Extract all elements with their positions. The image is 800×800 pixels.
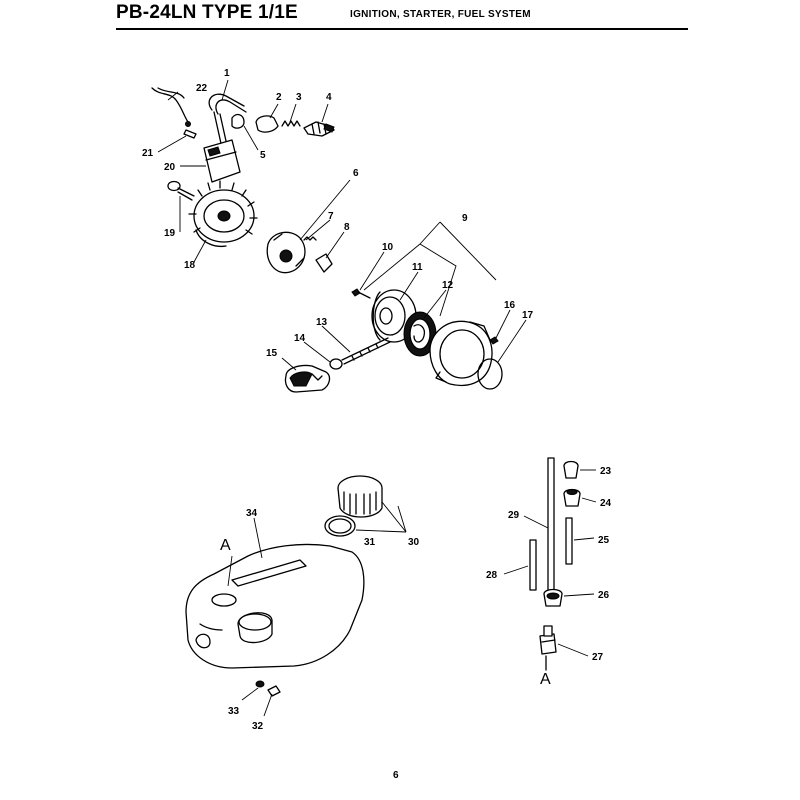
- callout-19: 19: [164, 228, 176, 239]
- callout-1: 1: [224, 68, 230, 79]
- callout-24: 24: [600, 498, 612, 509]
- callout-11: 11: [412, 262, 423, 273]
- callout-21: 21: [142, 148, 154, 159]
- fuel-tank-34: [185, 543, 365, 669]
- rope-13: [341, 337, 391, 365]
- callout-32: 32: [252, 721, 264, 732]
- spring-7: [303, 236, 317, 241]
- callout-2: 2: [276, 92, 282, 103]
- recoil-spring-12: [403, 311, 437, 357]
- callout-16: 16: [504, 300, 516, 311]
- screw-10: [351, 288, 371, 299]
- return-tube-29: [547, 457, 555, 593]
- pawl-8: [315, 253, 333, 273]
- gasket-31: [324, 515, 356, 537]
- model-title: PB-24LN TYPE 1/1E: [116, 2, 298, 23]
- gasket-17: [477, 358, 503, 390]
- fuel-filter-27: [539, 625, 557, 655]
- callout-4: 4: [326, 92, 332, 103]
- callout-17: 17: [522, 310, 534, 321]
- callout-12: 12: [442, 280, 454, 291]
- callout-5: 5: [260, 150, 266, 161]
- screw-32: [267, 685, 281, 697]
- section-title: IGNITION, STARTER, FUEL SYSTEM: [350, 9, 531, 20]
- callout-27: 27: [592, 652, 604, 663]
- callout-6: 6: [353, 168, 359, 179]
- starter-case: [429, 320, 493, 387]
- tube-28: [529, 539, 537, 591]
- callout-28: 28: [486, 570, 498, 581]
- grommet-23: [563, 460, 579, 479]
- spark-plug-wire: [151, 87, 191, 127]
- callout-10: 10: [382, 242, 394, 253]
- callout-30: 30: [408, 537, 420, 548]
- callout-20: 20: [164, 162, 176, 173]
- callout-29: 29: [508, 510, 520, 521]
- callout-25: 25: [598, 535, 610, 546]
- callout-31: 31: [364, 537, 376, 548]
- ratchet-6: [266, 231, 306, 274]
- flywheel-18: [188, 180, 258, 248]
- ignition-coil: [203, 93, 247, 183]
- terminal-2: [255, 115, 279, 133]
- fuel-cap-30: [337, 475, 383, 518]
- callout-9: 9: [462, 213, 468, 224]
- callout-23: 23: [600, 466, 612, 477]
- leader-lines: [157, 79, 597, 717]
- starter-handle-15: [284, 364, 331, 393]
- spring-3: [281, 120, 301, 127]
- callout-7: 7: [328, 211, 334, 222]
- spark-plug-4: [303, 121, 335, 137]
- callout-13: 13: [316, 317, 328, 328]
- callout-22: 22: [196, 83, 208, 94]
- callout-34: 34: [246, 508, 258, 519]
- callout-15: 15: [266, 348, 278, 359]
- bushing-14: [329, 358, 343, 370]
- page-header: PB-24LN TYPE 1/1E IGNITION, STARTER, FUE…: [0, 0, 800, 40]
- callout-labels: 22 1 2 3 4 5 21 20 19 18 6 7 8 9 10 11 1…: [142, 68, 612, 732]
- reference-a-line: A: [540, 671, 551, 688]
- page-number: 6: [393, 770, 399, 781]
- callout-18: 18: [184, 260, 196, 271]
- callout-8: 8: [344, 222, 350, 233]
- callout-33: 33: [228, 706, 240, 717]
- grommet-24: [563, 488, 581, 507]
- callout-3: 3: [296, 92, 302, 103]
- header-rule: [116, 28, 688, 30]
- grommet-26: [543, 588, 563, 607]
- callout-14: 14: [294, 333, 306, 344]
- plug-33: [255, 680, 265, 688]
- tube-25: [565, 517, 573, 565]
- small-screw-21: [183, 129, 197, 139]
- bolt-19: [167, 180, 195, 201]
- reference-a-tank: A: [220, 537, 231, 554]
- boot-5: [231, 113, 245, 129]
- callout-26: 26: [598, 590, 610, 601]
- screw-16: [489, 336, 499, 345]
